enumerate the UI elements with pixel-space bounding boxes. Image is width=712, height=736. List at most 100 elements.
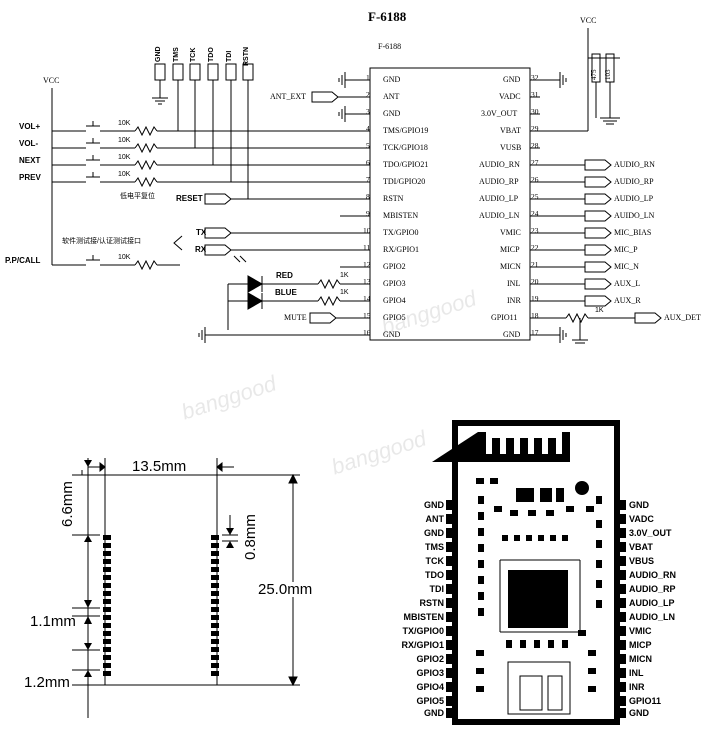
module-pin-label: ANT (425, 514, 445, 524)
jtag-label: TDI (226, 50, 233, 62)
module-pin-label: RX/GPIO1 (401, 640, 444, 650)
jtag-label: TCK (190, 47, 197, 62)
pin-name: TDO/GPIO21 (383, 160, 429, 169)
pin-number: 16 (363, 328, 371, 337)
rx-label: RX (195, 245, 207, 254)
pin-number: 22 (531, 243, 539, 252)
pin-number: 28 (531, 141, 539, 150)
module-pin-label: AUDIO_LP (629, 598, 675, 608)
net-label: AUDIO_LP (614, 194, 654, 203)
pin-name: GPIO3 (383, 279, 406, 288)
pin-name: RSTN (383, 194, 404, 203)
net-label: AUDIO_RP (614, 177, 654, 186)
mute-label: MUTE (284, 313, 307, 322)
resistor-label: 10K (118, 120, 131, 127)
pin-name: VADC (499, 92, 521, 101)
pin-name: GPIO5 (383, 313, 406, 322)
net-label: AUIDO_LN (614, 211, 655, 220)
resistor-label: 1K (340, 289, 349, 296)
module-pin-label: AUDIO_RN (629, 570, 677, 580)
pin-name: GND (503, 75, 521, 84)
pin-number: 2 (366, 90, 370, 99)
pin-number: 30 (531, 107, 539, 116)
module-pin-label: AUDIO_RP (629, 584, 676, 594)
module-pin-label: GPIO2 (416, 654, 444, 664)
module-pin-label: MICP (629, 640, 652, 650)
jtag-label: TDO (208, 47, 215, 62)
net-label: MIC_BIAS (614, 228, 652, 237)
resistor-label: 1K (340, 272, 349, 279)
pin-number: 25 (531, 192, 539, 201)
button-label: VOL- (19, 139, 39, 148)
pin-number: 3 (366, 107, 370, 116)
net-label: MIC_P (614, 245, 638, 254)
pin-number: 26 (531, 175, 539, 184)
pin-name: GND (503, 330, 521, 339)
module-pin-label: GND (424, 528, 444, 538)
module-pin-label: GPIO3 (416, 668, 444, 678)
pin-number: 12 (363, 260, 371, 269)
module-pin-label: TCK (425, 556, 445, 566)
button-label: VOL+ (19, 122, 41, 131)
resistor-label: 10K (118, 137, 131, 144)
tx-label: TX (196, 228, 207, 237)
pin-name: AUDIO_LN (479, 211, 520, 220)
pin-name: AUDIO_LP (479, 194, 519, 203)
pin-number: 21 (531, 260, 539, 269)
module-pin-label: VBUS (629, 556, 655, 566)
pin-name: AUDIO_RN (479, 160, 520, 169)
resistor-label: 10K (118, 154, 131, 161)
pin-number: 11 (363, 243, 371, 252)
module-pin-label: TDI (429, 584, 445, 594)
module-pin-label: TDO (425, 570, 444, 580)
pin-number: 9 (366, 209, 370, 218)
pin-name: AUDIO_RP (479, 177, 519, 186)
net-label: AUX_L (614, 279, 641, 288)
module-pin-label: TMS (425, 542, 444, 552)
vcc-left-label: VCC (43, 76, 60, 85)
dim-pitch: 1.1mm (30, 613, 76, 630)
module-pin-label: 3.0V_OUT (629, 528, 672, 538)
jtag-label: TMS (173, 47, 180, 62)
module-pin-label: VBAT (629, 542, 653, 552)
button-label: NEXT (19, 156, 41, 165)
pin-name: RX/GPIO1 (383, 245, 420, 254)
chip-label: F-6188 (378, 42, 402, 51)
pin-name: TX/GPIO0 (383, 228, 419, 237)
pin-name: MBISTEN (383, 211, 419, 220)
module-pin-label: GPIO4 (416, 682, 444, 692)
resistor-label: 10K (118, 171, 131, 178)
module-pin-label: MICN (629, 654, 652, 664)
blue-led-label: BLUE (275, 288, 297, 297)
pin-number: 8 (366, 192, 370, 201)
schematic-title: F-6188 (368, 9, 407, 24)
pin-number: 13 (363, 277, 371, 286)
red-led-label: RED (276, 271, 293, 280)
pin-number: 24 (531, 209, 539, 218)
uart-note: 软件测试接/认证测试接口 (62, 238, 141, 245)
pin-number: 4 (366, 124, 370, 133)
jtag-label: GND (155, 46, 162, 62)
pin-name: TCK/GPIO18 (383, 143, 428, 152)
cap1-label: 475 (590, 69, 598, 81)
net-label: AUX_R (614, 296, 641, 305)
ant-ext-label: ANT_EXT (270, 92, 306, 101)
dim-top: 6.6mm (59, 481, 76, 527)
pin-name: 3.0V_OUT (481, 109, 518, 118)
vcc-right-label: VCC (580, 16, 597, 25)
module-pin-label: INR (629, 682, 645, 692)
net-label: AUDIO_RN (614, 160, 655, 169)
pin-name: ANT (383, 92, 400, 101)
module-pin-label: VMIC (629, 626, 652, 636)
dim-pin-width: 0.8mm (242, 514, 259, 560)
pin-name: GND (383, 109, 401, 118)
pin-number: 14 (363, 294, 371, 303)
reset-net-label: RESET (176, 194, 203, 203)
pin-name: GND (383, 330, 401, 339)
pin-number: 18 (531, 311, 539, 320)
module-pin-label: AUDIO_LN (629, 612, 676, 622)
dim-bottom: 1.2mm (24, 674, 70, 691)
jtag-label: RSTN (243, 46, 250, 66)
pin-number: 17 (531, 328, 539, 337)
pin-name: VUSB (500, 143, 522, 152)
